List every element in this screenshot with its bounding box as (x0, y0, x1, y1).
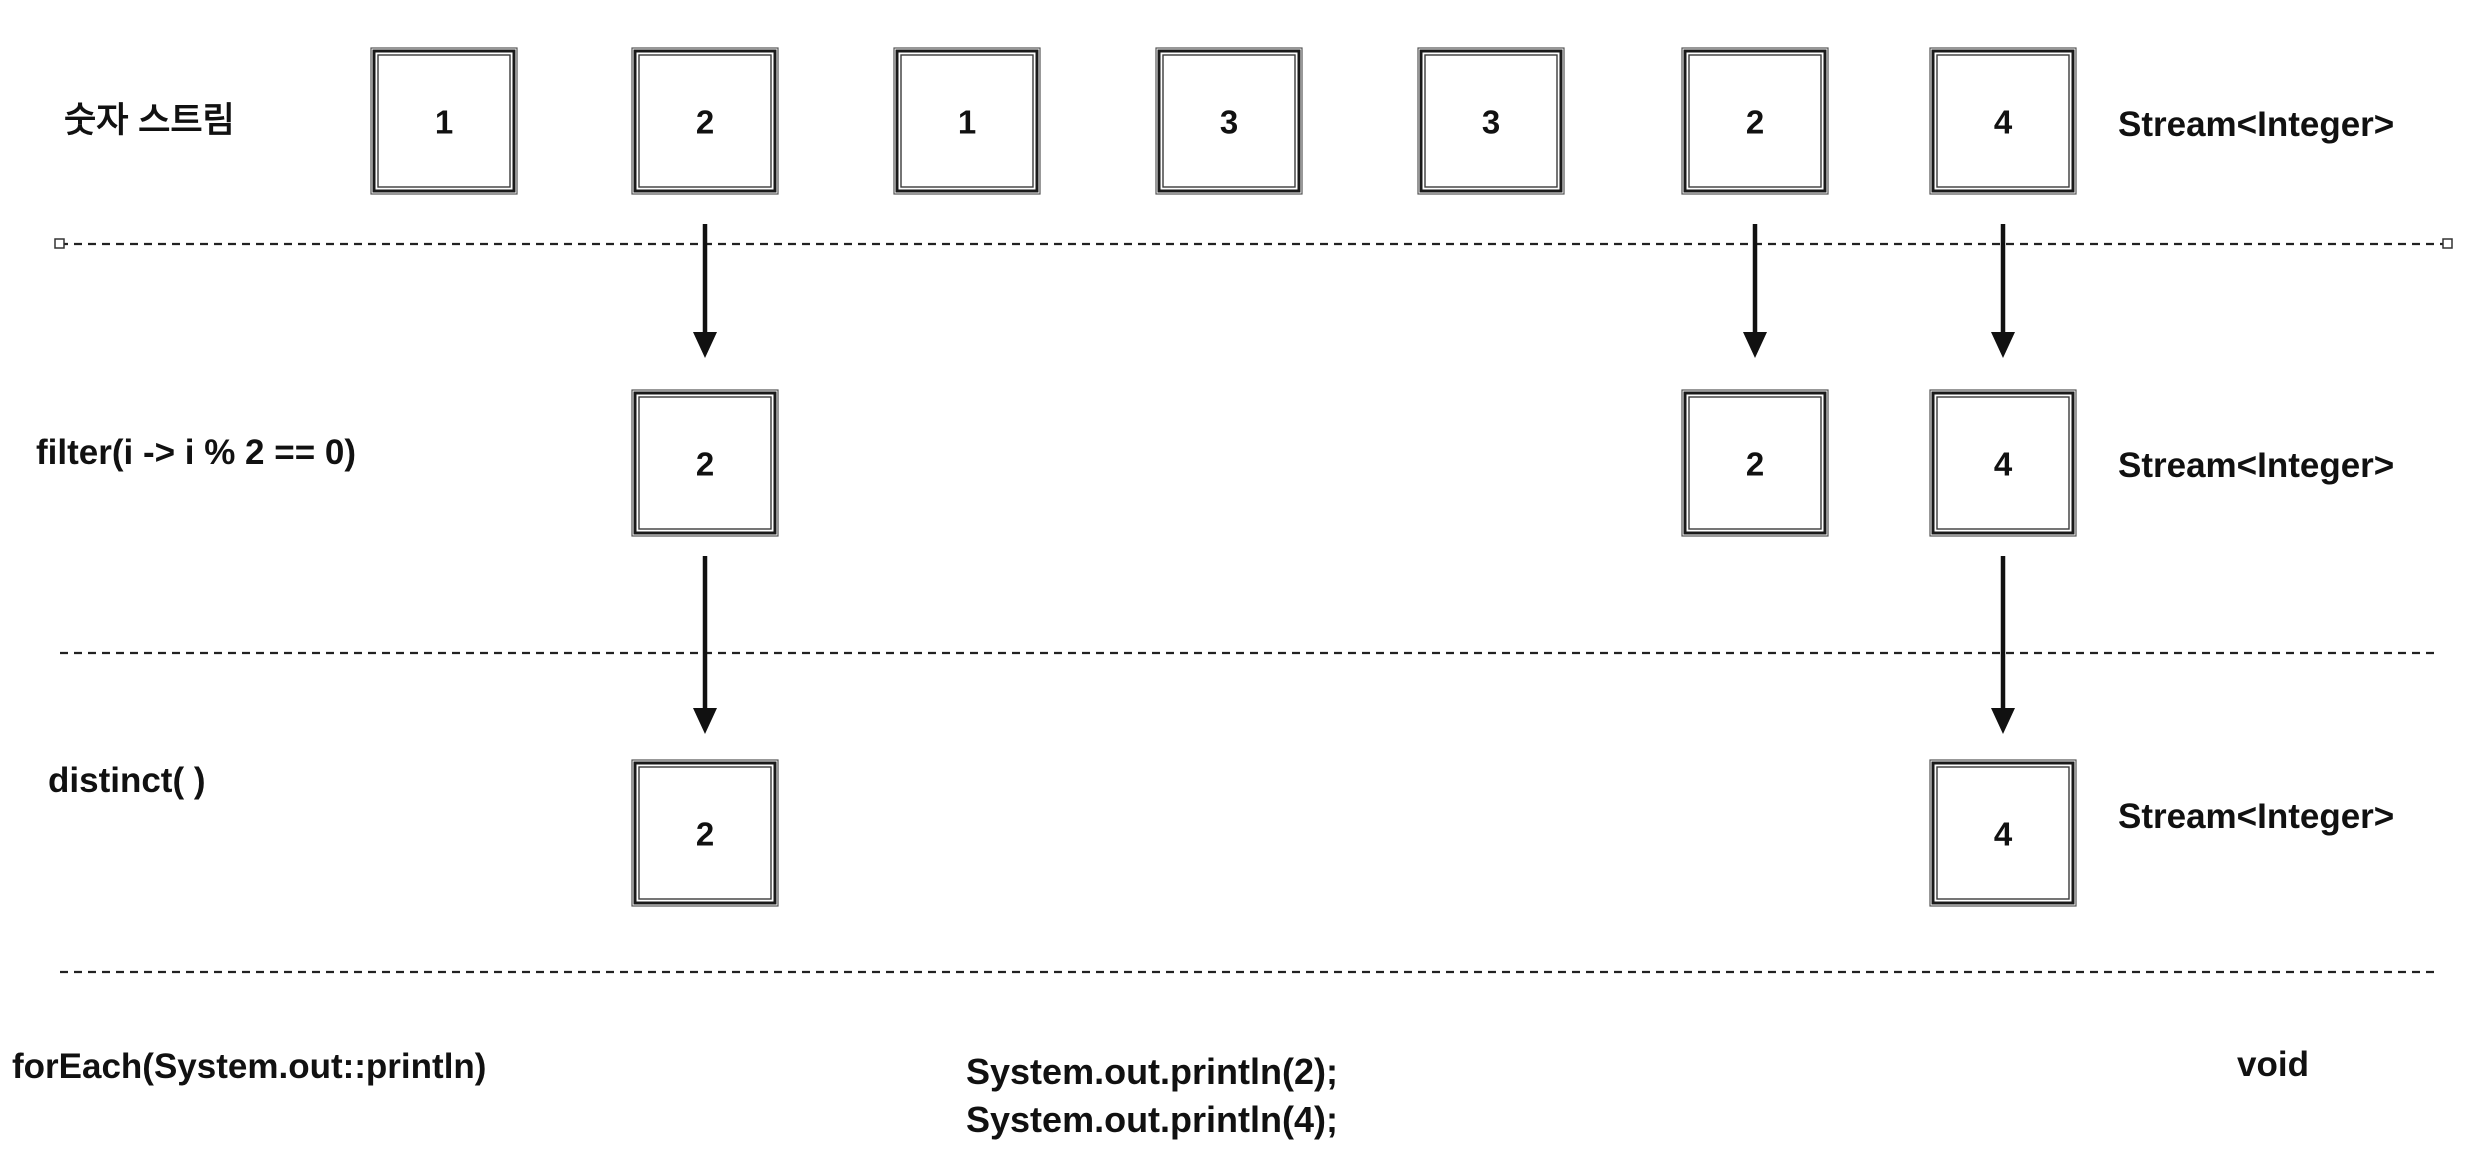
element-box: 2 (1681, 389, 1829, 537)
element-box: 2 (631, 47, 779, 195)
row-label-number-stream: 숫자 스트림 (64, 101, 235, 140)
element-box: 2 (1681, 47, 1829, 195)
element-box: 4 (1929, 759, 2077, 907)
arrow-2b-to-filter (1743, 224, 1767, 358)
row-label-filter: filter(i -> i % 2 == 0) (36, 433, 356, 472)
element-value: 4 (1994, 446, 2013, 483)
element-box: 2 (631, 759, 779, 907)
element-value: 4 (1994, 816, 2013, 853)
element-box: 4 (1929, 47, 2077, 195)
element-box: 1 (893, 47, 1041, 195)
element-value: 2 (696, 816, 714, 853)
element-value: 3 (1482, 104, 1500, 141)
output-line-1: System.out.println(2); (966, 1051, 1338, 1092)
arrow-4-to-filter (1991, 224, 2015, 358)
arrow-2-to-distinct (693, 556, 717, 734)
divider-handle-right (2442, 238, 2453, 249)
arrow-4-to-distinct (1991, 556, 2015, 734)
type-label-row-4: void (2237, 1045, 2309, 1084)
element-value: 4 (1994, 104, 2013, 141)
element-box: 3 (1155, 47, 1303, 195)
type-label-row-2: Stream<Integer> (2118, 446, 2394, 485)
element-box: 1 (370, 47, 518, 195)
arrow-2-to-filter (693, 224, 717, 358)
element-box: 4 (1929, 389, 2077, 537)
type-label-row-3: Stream<Integer> (2118, 797, 2394, 836)
element-value: 2 (1746, 446, 1764, 483)
element-box: 3 (1417, 47, 1565, 195)
element-value: 1 (958, 104, 976, 141)
row-label-distinct: distinct( ) (48, 761, 205, 800)
element-value: 2 (696, 104, 714, 141)
output-line-2: System.out.println(4); (966, 1099, 1338, 1140)
element-value: 2 (1746, 104, 1764, 141)
element-value: 2 (696, 446, 714, 483)
row-label-foreach: forEach(System.out::println) (12, 1047, 486, 1086)
element-value: 3 (1220, 104, 1238, 141)
type-label-row-1: Stream<Integer> (2118, 105, 2394, 144)
element-value: 1 (435, 104, 453, 141)
element-box: 2 (631, 389, 779, 537)
divider-handle-left (54, 238, 65, 249)
